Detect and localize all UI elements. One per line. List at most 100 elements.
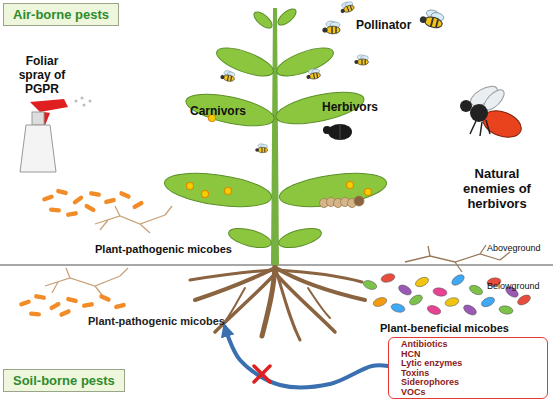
node-text: Plant-pathogenic micobes [88, 315, 225, 327]
wasp-thorax [470, 104, 488, 122]
bottle-body [20, 125, 56, 172]
leaf [183, 88, 276, 132]
beneficial-microbe [432, 287, 447, 297]
beneficial-microbe [444, 296, 460, 307]
beneficial-microbe [380, 272, 396, 283]
spray-mist [75, 100, 78, 103]
microbe-label: Plant-pathogenic micobes [95, 243, 232, 255]
bacterium-rod [132, 200, 145, 210]
beetle-head [323, 126, 331, 134]
microbe-label: Plant-beneficial micobes [380, 322, 509, 334]
pollinator-insect [419, 7, 445, 29]
beneficial-microbe [462, 303, 478, 317]
bacterium-rod [66, 211, 79, 217]
bacterium-rod [89, 191, 102, 197]
leaf [275, 6, 298, 28]
leaf [213, 42, 276, 81]
insect-label: Herbivors [322, 100, 378, 114]
inhibition-cross [254, 366, 270, 382]
bacterium-rod [29, 311, 41, 316]
spray-bottle [20, 97, 92, 173]
inhibition-arrow [225, 327, 388, 387]
bacterium-rod [99, 293, 112, 302]
beneficial-microbe [480, 295, 496, 308]
beneficial-microbe [498, 305, 513, 315]
beneficial-microbe [362, 279, 378, 291]
carnivore-insect [255, 144, 267, 153]
insect-label: Pollinator [356, 18, 411, 32]
herbivore-insect [305, 68, 321, 81]
herbivore-insect [354, 55, 368, 65]
leaf [273, 42, 336, 81]
root [276, 270, 300, 340]
root [308, 288, 330, 318]
node-text: Soil-borne pests [13, 373, 115, 388]
inhibition-cross [254, 366, 270, 382]
leaf [277, 168, 388, 213]
beneficial-microbe [516, 293, 532, 307]
insect-label: Carnivors [190, 104, 246, 118]
node-text: Air-borne pests [13, 7, 109, 22]
root [226, 288, 245, 320]
bacterium-rod [49, 207, 61, 212]
bacterium-rod [104, 197, 117, 204]
bacterium-rod [119, 190, 132, 199]
bacterium-rod [66, 296, 79, 303]
bacterium-rod [42, 194, 55, 202]
wasp-legs [470, 120, 490, 136]
beneficial-microbe [408, 293, 424, 307]
pest-heading-box: Air-borne pests [3, 3, 119, 26]
bacterium-rod [84, 203, 97, 213]
beneficial-microbe [450, 273, 466, 288]
bacterium-rod [59, 308, 72, 317]
node-text: Siderophores [401, 378, 547, 388]
beetle-wing-line [340, 124, 341, 140]
node-text: Toxins [401, 369, 547, 379]
beneficial-microbe [414, 275, 430, 288]
fungal-hyphae [95, 206, 172, 233]
spray-mist [81, 97, 84, 100]
beneficial-microbe [426, 304, 442, 316]
fungal-hyphae [45, 268, 128, 295]
spray-mist [83, 104, 86, 107]
beneficial-microbe [397, 283, 413, 297]
bacterium-rod [114, 302, 127, 309]
beneficial-microbe [372, 296, 388, 308]
leaf-spot [187, 183, 194, 190]
bottle-neck [32, 112, 44, 125]
node-text: Antibiotics [401, 340, 547, 350]
leaf-spot [225, 188, 232, 195]
wasp-head [460, 100, 472, 112]
zone-label: Aboveground [487, 243, 541, 253]
beetle-body [328, 124, 352, 140]
node-text: Lytic enzymes [401, 359, 547, 369]
beneficial-microbe [468, 283, 484, 296]
zone-label: Belowground [487, 281, 540, 291]
pollinator-insect [338, 0, 355, 14]
root [276, 268, 365, 300]
compound-list-box: AntibioticsHCNLytic enzymesToxinsSiderop… [388, 337, 548, 399]
insect-label: Natural enemies of herbivors [452, 166, 542, 211]
root [277, 270, 362, 282]
plant-stem [271, 8, 279, 265]
pest-heading-box: Soil-borne pests [3, 369, 125, 392]
node-text: HCN [401, 350, 547, 360]
pollinator-insect [322, 21, 340, 34]
bacterium-rod [56, 188, 69, 195]
bacterium-rod [34, 294, 47, 300]
leaf [277, 225, 324, 252]
leaf [251, 9, 274, 31]
bacterium-rod [49, 301, 62, 311]
caterpillar-head [354, 196, 364, 206]
node-text: VOCs [401, 388, 547, 398]
leaf [162, 168, 273, 213]
treatment-label: Foliar spray of PGPR [10, 54, 74, 96]
leaf-spot [347, 182, 354, 189]
root [190, 270, 273, 280]
microbe-group-node: Plant-pathogenic micobes [88, 315, 225, 327]
carnivore-insect [220, 70, 236, 83]
beneficial-microbe [390, 302, 406, 313]
leaf-spot [365, 189, 372, 196]
leaf [227, 225, 274, 252]
